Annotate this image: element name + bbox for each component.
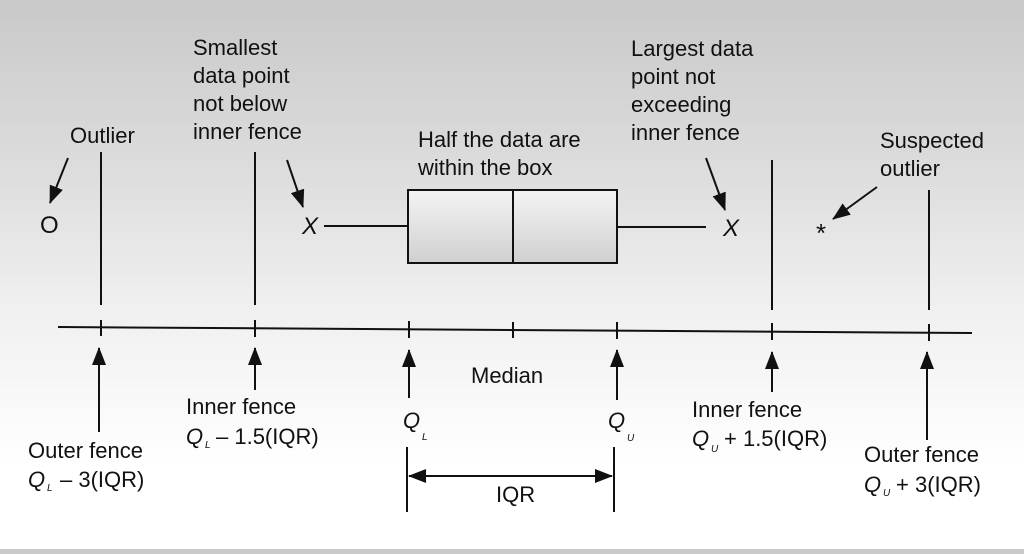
half-data-label: Half the data are within the box <box>417 127 581 180</box>
suspected-outlier-label: Suspected outlier <box>880 128 984 181</box>
outlier-label: Outlier <box>70 123 135 148</box>
largest-pointer-arrow <box>705 157 726 211</box>
svg-text:– 1.5(IQR): – 1.5(IQR) <box>216 424 319 449</box>
svg-text:U: U <box>883 488 891 499</box>
svg-text:Outer fence: Outer fence <box>28 438 143 463</box>
svg-text:L: L <box>422 432 428 443</box>
iqr-label: IQR <box>496 482 535 507</box>
number-line <box>57 326 973 334</box>
inner-fence-right-label: Inner fence Q U + 1.5(IQR) <box>692 397 827 455</box>
outer-fence-right-label: Outer fence Q U + 3(IQR) <box>864 442 981 499</box>
svg-text:Inner fence: Inner fence <box>692 397 802 422</box>
svg-text:Q: Q <box>28 467 45 492</box>
svg-text:Suspected: Suspected <box>880 128 984 153</box>
svg-text:U: U <box>711 444 719 455</box>
whisker-end-left-marker: X <box>301 213 319 240</box>
largest-data-point-label: Largest data point not exceeding inner f… <box>631 36 754 145</box>
svg-text:Q: Q <box>403 408 420 433</box>
median-label: Median <box>471 363 543 388</box>
outer-fence-left-label: Outer fence Q L – 3(IQR) <box>28 438 144 494</box>
svg-text:+ 3(IQR): + 3(IQR) <box>896 472 981 497</box>
axis-ticks <box>100 320 930 341</box>
svg-text:Largest data: Largest data <box>631 36 754 61</box>
smallest-data-point-label: Smallest data point not below inner fenc… <box>193 35 302 144</box>
svg-text:Q: Q <box>864 472 881 497</box>
qu-label: Q U <box>608 408 635 444</box>
svg-text:L: L <box>47 483 53 494</box>
whisker-end-right-marker: X <box>722 215 740 242</box>
svg-text:not below: not below <box>193 91 287 116</box>
svg-text:– 3(IQR): – 3(IQR) <box>60 467 144 492</box>
svg-text:L: L <box>205 440 211 451</box>
svg-text:data point: data point <box>193 63 290 88</box>
outlier-pointer-arrow <box>49 157 69 204</box>
svg-text:Inner fence: Inner fence <box>186 394 296 419</box>
svg-text:exceeding: exceeding <box>631 92 731 117</box>
svg-text:Half the data are: Half the data are <box>418 127 581 152</box>
ql-label: Q L <box>403 408 428 443</box>
svg-text:Outer fence: Outer fence <box>864 442 979 467</box>
suspected-pointer-arrow <box>832 186 878 220</box>
svg-text:U: U <box>627 433 635 444</box>
svg-text:+ 1.5(IQR): + 1.5(IQR) <box>724 426 827 451</box>
axis-up-arrows <box>92 347 934 440</box>
svg-text:within the box: within the box <box>417 155 553 180</box>
svg-text:outlier: outlier <box>880 156 940 181</box>
svg-text:inner fence: inner fence <box>631 120 740 145</box>
svg-text:Q: Q <box>186 424 203 449</box>
svg-text:inner fence: inner fence <box>193 119 302 144</box>
svg-text:Q: Q <box>692 426 709 451</box>
smallest-pointer-arrow <box>286 159 305 208</box>
svg-text:Q: Q <box>608 408 625 433</box>
svg-text:point not: point not <box>631 64 715 89</box>
outlier-marker: O <box>40 212 59 239</box>
svg-text:Smallest: Smallest <box>193 35 277 60</box>
inner-fence-left-label: Inner fence Q L – 1.5(IQR) <box>186 394 319 451</box>
suspected-outlier-marker: * <box>816 218 826 248</box>
